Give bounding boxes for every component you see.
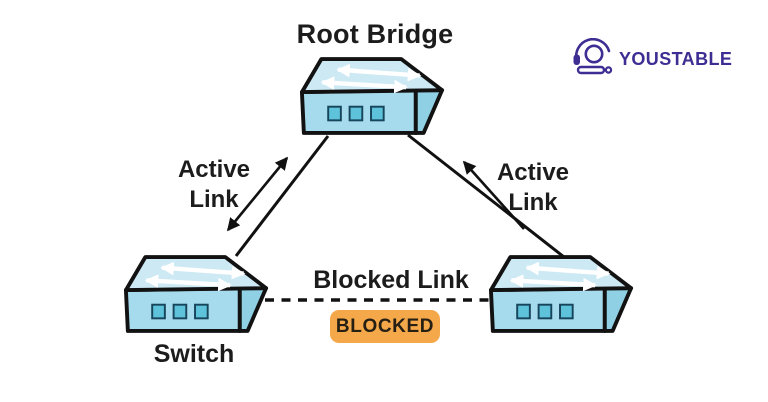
root-bridge-switch-icon [302,59,442,133]
blocked-badge: BLOCKED [330,310,440,343]
active-link-label-right-line1: Active [496,159,570,186]
left-switch-icon [126,257,266,331]
active-link-label-left-line2: Link [189,186,239,213]
active-link-label-left-line1: Active [177,156,251,183]
active-link-label-right: Active Link [497,158,569,218]
switch-label: Switch [153,340,235,368]
root-bridge-label: Root Bridge [296,19,454,49]
right-switch-icon [491,257,631,331]
brand-name: YOUSTABLE [619,48,733,69]
blocked-link-label: Blocked Link [313,266,469,294]
active-link-right [407,133,565,259]
active-link-label-left: Active Link [178,155,250,215]
youstable-logo: YOUSTABLE [570,38,732,78]
active-link-left [226,135,330,257]
active-link-label-right-line2: Link [508,189,558,216]
double-arrow-icon [226,156,289,232]
astronaut-headset-icon [573,38,613,75]
up-arrow-icon [462,160,525,230]
